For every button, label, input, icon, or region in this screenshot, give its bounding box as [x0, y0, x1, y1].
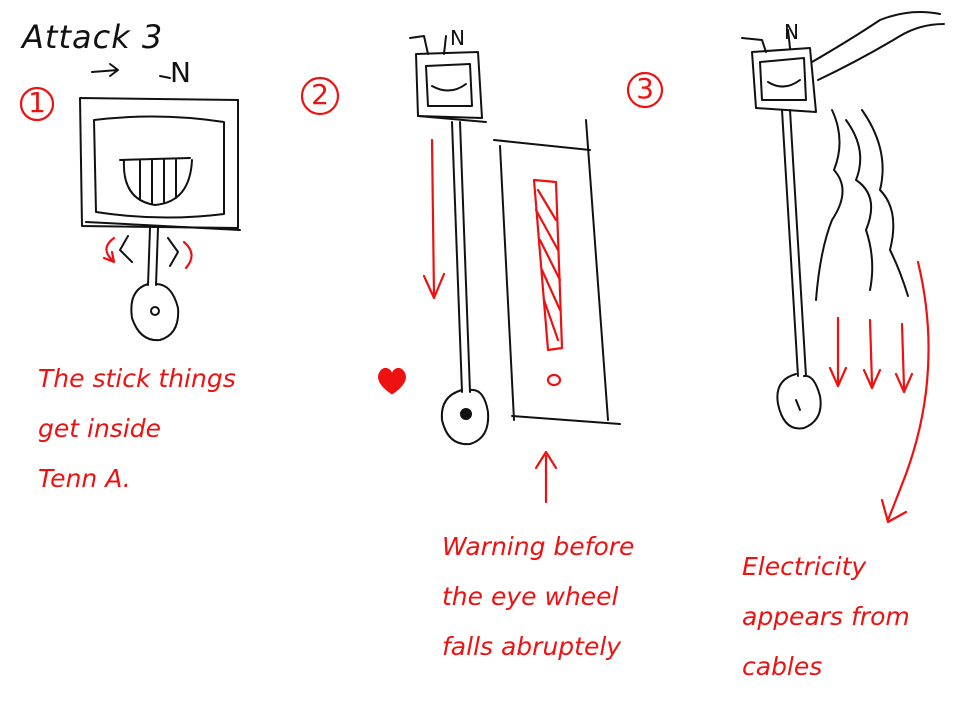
antenna-arrow-1 [91, 63, 119, 77]
pendulum-2 [440, 121, 490, 446]
fall-arrow [422, 138, 446, 300]
down-arrows [828, 316, 914, 394]
step-note-3: Electricity appears from cables [742, 552, 910, 681]
pendulum-1 [119, 227, 180, 342]
heart-icon [378, 367, 406, 395]
electricity-pointer-arrow [880, 260, 930, 524]
tv-head-large [79, 75, 241, 231]
tv-label-1: N [170, 56, 191, 89]
tv-label-2: N [450, 26, 465, 50]
step-note-1: The stick things get inside Tenn A. [38, 364, 236, 493]
pendulum-3 [776, 109, 822, 430]
step-number-3: 3 [636, 72, 654, 105]
tv-label-3: N [784, 20, 799, 44]
warning-pointer-arrow [534, 450, 558, 504]
step-number-1: 1 [28, 86, 46, 119]
attack-title: Attack 3 [22, 18, 164, 56]
tv-head-small-3 [741, 29, 817, 113]
tv-head-small-2 [409, 35, 487, 123]
cables-electricity [811, 11, 945, 301]
step-number-2: 2 [311, 78, 329, 111]
warning-box [493, 119, 621, 425]
step-note-2: Warning before the eye wheel falls abrup… [442, 532, 635, 661]
exclamation-mark [532, 178, 564, 387]
rotate-arrows [102, 236, 193, 270]
